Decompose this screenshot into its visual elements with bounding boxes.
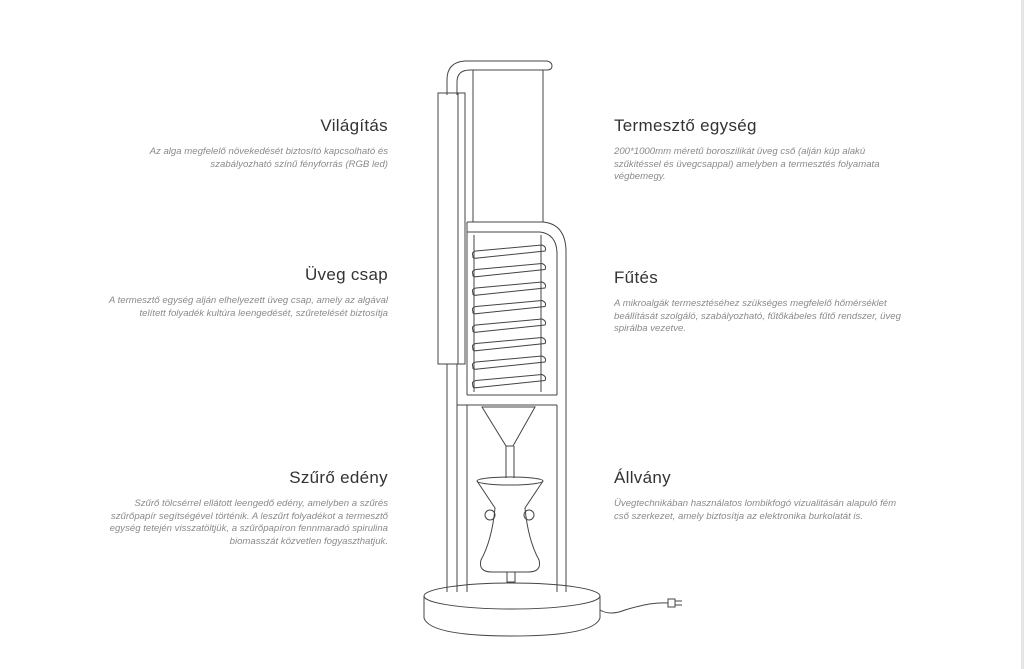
section-heating: Fűtés A mikroalgák termesztéséhez szüksé… [614,268,904,336]
section-filter-vessel: Szűrő edény Szűrő tölcsérrel ellátott le… [98,468,388,548]
funnel [481,406,536,478]
section-title: Világítás [320,116,388,135]
base [423,582,601,637]
section-title: Fűtés [614,268,659,287]
section-description: A mikroalgák termesztéséhez szükséges me… [614,298,901,334]
coil-ring [471,355,547,370]
coil-ring [471,373,547,389]
coil-inner-tube [473,235,542,392]
section-description: Üvegtechnikában használatos lombikfogó v… [614,498,897,522]
led-light-bar [437,92,466,365]
coil-ring [471,281,547,296]
section-title: Állvány [614,468,671,487]
section-growing-unit: Termesztő egység 200*1000mm méretű boros… [614,116,904,184]
section-title: Üveg csap [304,265,388,284]
coil-ring [471,244,547,259]
power-cord [599,598,682,614]
coil-ring [471,262,547,278]
section-description: 200*1000mm méretű boroszilikát üveg cső … [614,146,880,182]
page-edge [1021,0,1024,669]
stand-left-pipes [446,222,468,592]
section-description: Szűrő tölcsérrel ellátott leengedő edény… [109,498,388,547]
growing-tube [472,69,544,223]
coil-ring [471,318,547,333]
heating-coil [471,244,547,389]
section-stand: Állvány Üvegtechnikában használatos lomb… [614,468,904,523]
section-tap: Üveg csap A termesztő egység alján elhel… [98,265,388,320]
section-title: Termesztő egység [614,116,757,135]
coil-ring [471,299,547,315]
section-lighting: Világítás Az alga megfelelő növekedését … [98,116,388,171]
section-title: Szűrő edény [289,468,388,487]
section-description: A termesztő egység alján elhelyezett üve… [108,295,388,319]
section-description: Az alga megfelelő növekedését biztosító … [149,146,388,170]
stand-right-pipe [457,221,567,592]
top-pipe [446,60,553,95]
filter-vessel [476,476,544,583]
coil-ring [471,336,547,352]
